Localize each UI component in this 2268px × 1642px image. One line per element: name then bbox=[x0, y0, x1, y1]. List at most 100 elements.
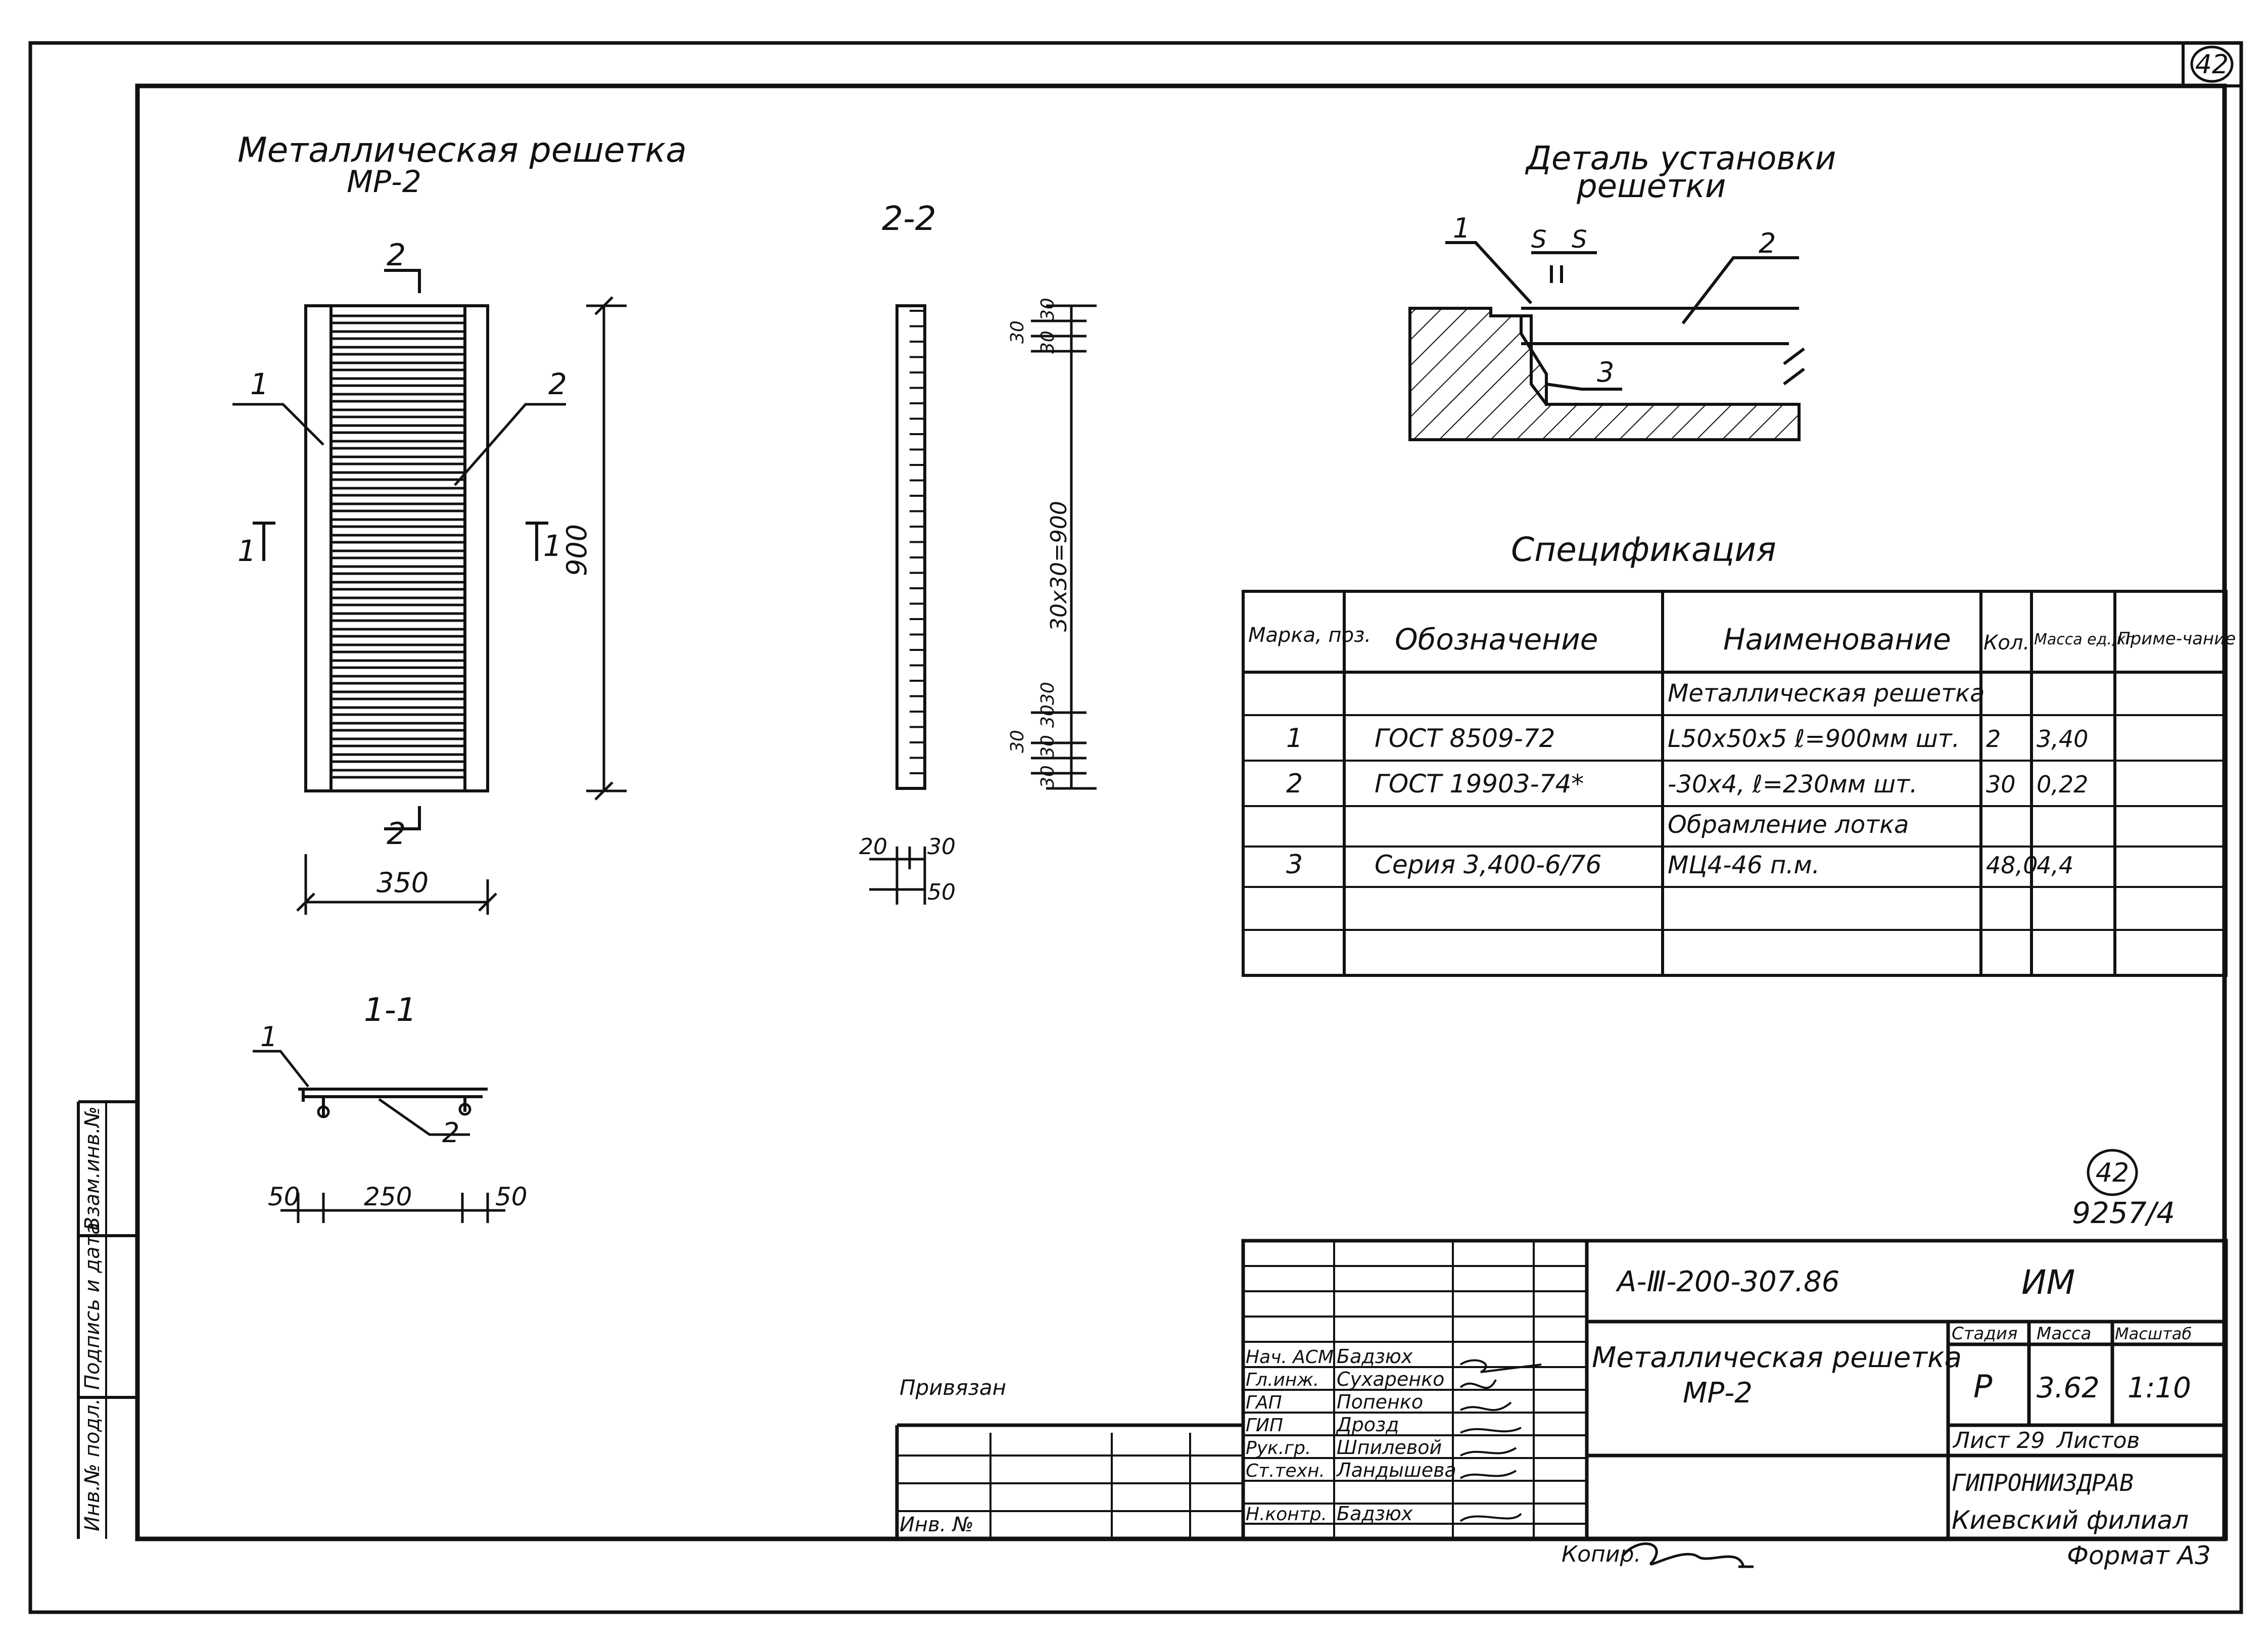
spec-h-name: Наименование bbox=[1723, 622, 1951, 656]
stamp-circle-num: 42 bbox=[2096, 1158, 2129, 1188]
stamp-doc-num: 9257/4 bbox=[2072, 1196, 2175, 1230]
detail-hatch bbox=[1408, 307, 1801, 441]
stamp-name: Ландышева bbox=[1336, 1459, 1456, 1481]
s22-dim-bot-e: 30 bbox=[1037, 682, 1058, 705]
s11-dim-mid: 250 bbox=[364, 1182, 412, 1211]
s11-label-2: 2 bbox=[442, 1117, 459, 1149]
stamp-name: Сухаренко bbox=[1337, 1368, 1444, 1390]
grate-bar bbox=[329, 393, 466, 403]
s22-dim-w2: 30 bbox=[927, 834, 956, 860]
spec-title: Спецификация bbox=[1511, 530, 1776, 569]
grate-bar bbox=[329, 737, 466, 747]
spec-cell: Обрамление лотка bbox=[1668, 811, 1909, 839]
s22-dim-bot-d: 30 bbox=[1037, 705, 1058, 728]
grate-bar bbox=[329, 518, 466, 528]
signature-4 bbox=[1460, 1427, 1522, 1434]
stamp-name: Дрозд bbox=[1336, 1414, 1399, 1436]
detail-title: Деталь установки bbox=[1525, 140, 1836, 177]
spec-cell: Серия 3,400-6/76 bbox=[1375, 850, 1601, 879]
s22-dim-middle: 30x30=900 bbox=[1046, 501, 1072, 632]
stamp-sheets: Листов bbox=[2056, 1428, 2140, 1453]
stamp-privyazan: Привязан bbox=[900, 1375, 1006, 1400]
grate-bar bbox=[329, 471, 466, 481]
section-1-1: 1-1 1 2 50 250 50 bbox=[253, 992, 528, 1223]
grate-bar bbox=[329, 455, 466, 465]
stamp-role: ГИП bbox=[1246, 1415, 1283, 1436]
grate-bar bbox=[329, 628, 466, 638]
cut-1-left: 1 bbox=[238, 534, 256, 568]
stamp-scale-h: Масштаб bbox=[2115, 1324, 2192, 1343]
cut-1-right: 1 bbox=[543, 529, 562, 563]
stamp-role: Гл.инж. bbox=[1246, 1370, 1319, 1390]
side-strip: Инв.№ подл. Подпись и дата Взам.инв.№ bbox=[81, 1106, 104, 1531]
stamp-sheet: Лист 29 bbox=[1952, 1428, 2045, 1453]
spec-h-designation: Обозначение bbox=[1395, 622, 1598, 656]
grate-bar bbox=[329, 643, 466, 653]
grate-bar bbox=[329, 408, 466, 418]
grate-dim-height: 900 bbox=[561, 524, 593, 576]
spec-cell: ГОСТ 8509-72 bbox=[1375, 724, 1555, 753]
stamp-copy: Копир. bbox=[1562, 1541, 1641, 1567]
spec-cell: 2 bbox=[1986, 725, 2001, 753]
grate-bar bbox=[329, 502, 466, 512]
spec-cell: 48,0 bbox=[1986, 852, 2038, 879]
signature-1 bbox=[1459, 1359, 1542, 1373]
install-detail: Деталь установки решетки 1 2 3 S S bbox=[1408, 140, 1836, 441]
detail-label-2: 2 bbox=[1759, 227, 1776, 259]
stamp-stage: Р bbox=[1973, 1368, 1993, 1405]
stamp-role: Нач. АСМ bbox=[1246, 1347, 1334, 1368]
spec-cell: 3,40 bbox=[2037, 725, 2088, 753]
grate-bar bbox=[329, 659, 466, 669]
grate-bar bbox=[329, 690, 466, 700]
section-1-1-title: 1-1 bbox=[364, 992, 417, 1029]
cut-2-top: 2 bbox=[387, 238, 406, 273]
stamp-name: Бадзюх bbox=[1337, 1345, 1413, 1368]
spec-cell: -30x4, ℓ=230мм шт. bbox=[1668, 770, 1917, 799]
signature-6 bbox=[1459, 1470, 1517, 1479]
s11-dim-left: 50 bbox=[268, 1182, 300, 1211]
side-strip-replace: Взам.инв.№ bbox=[81, 1106, 104, 1231]
spec-cell: Металлическая решетка bbox=[1668, 679, 1985, 708]
stamp-inv-no: Инв. № bbox=[900, 1513, 974, 1536]
grate-bar bbox=[329, 753, 466, 763]
spec-cell: 4,4 bbox=[2037, 852, 2073, 879]
s22-dim-bot-c: 30 bbox=[1037, 735, 1058, 758]
stamp-role: Рук.гр. bbox=[1246, 1438, 1311, 1459]
grate-bar bbox=[329, 596, 466, 606]
detail-label-3: 3 bbox=[1597, 356, 1614, 388]
stamp-title-2: МР-2 bbox=[1683, 1377, 1753, 1410]
title-block: 42 9257/4 bbox=[895, 1149, 2228, 1570]
stamp-name: Попенко bbox=[1337, 1391, 1423, 1413]
detail-label-1: 1 bbox=[1453, 212, 1470, 244]
stamp-name: Бадзюх bbox=[1337, 1503, 1413, 1525]
stamp-title-1: Металлическая решетка bbox=[1592, 1341, 1962, 1374]
grate-label-2: 2 bbox=[548, 367, 567, 401]
stamp-role: Н.контр. bbox=[1246, 1504, 1327, 1525]
signature-7 bbox=[1459, 1513, 1522, 1522]
s11-label-1: 1 bbox=[260, 1021, 277, 1053]
grate-bar bbox=[329, 440, 466, 450]
grate-bar bbox=[329, 722, 466, 732]
grate-bar bbox=[329, 534, 466, 544]
stamp-org-1: ГИПРОНИИЗДРАВ bbox=[1952, 1469, 2134, 1496]
spec-cell: 1 bbox=[1286, 723, 1303, 754]
grate-title-mark: МР-2 bbox=[347, 164, 421, 200]
spec-cell: 0,22 bbox=[2037, 771, 2088, 798]
stamp-section: ИМ bbox=[2021, 1263, 2075, 1302]
spec-cell: 30 bbox=[1986, 771, 2016, 798]
spec-cell: ГОСТ 19903-74* bbox=[1375, 769, 1584, 799]
grate-bar bbox=[329, 377, 466, 387]
s22-dim-top-c: 30 bbox=[1037, 298, 1058, 321]
stamp-mass: 3.62 bbox=[2037, 1372, 2100, 1404]
grate-plan: Металлическая решетка МР-2 2 2 1 1 1 2 bbox=[232, 130, 687, 915]
grate-bar bbox=[329, 424, 466, 434]
s22-dim-w1: 20 bbox=[859, 834, 887, 860]
spec-h-note: Приме-чание bbox=[2117, 629, 2236, 649]
copy-signature bbox=[1621, 1542, 1745, 1567]
stamp-role: Ст.техн. bbox=[1246, 1461, 1325, 1481]
grate-bar bbox=[329, 361, 466, 371]
grate-bar bbox=[329, 549, 466, 559]
s22-dim-bot-a: 30 bbox=[1007, 730, 1028, 753]
grate-bar bbox=[329, 346, 466, 356]
